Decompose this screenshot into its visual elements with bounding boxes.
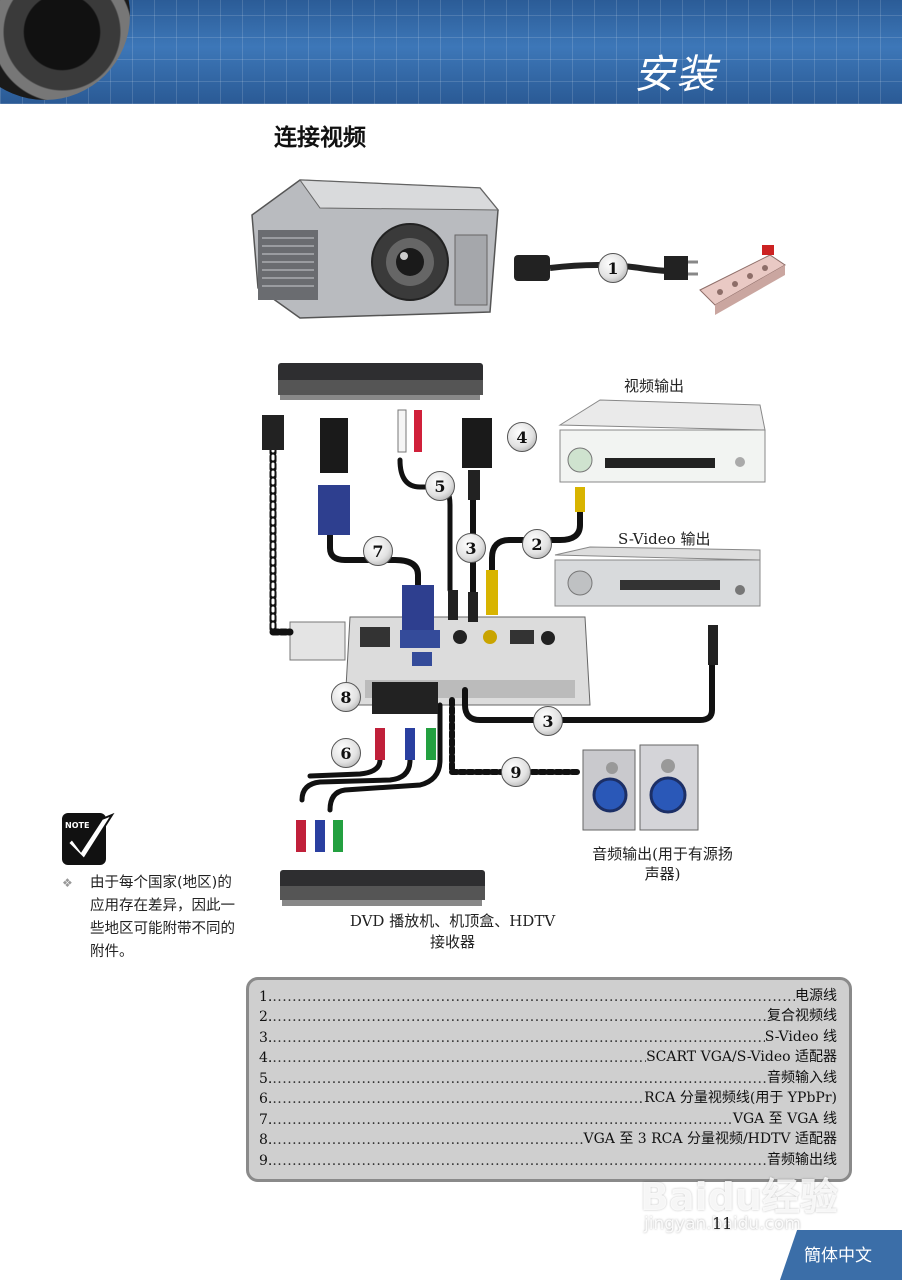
speakers-illustration	[583, 745, 698, 830]
dvi-connector	[290, 622, 345, 660]
legend-row-3: 3.......................................…	[259, 1026, 837, 1046]
badge-6: 6	[331, 738, 361, 768]
legend-row-8: 8.......................................…	[259, 1128, 837, 1148]
badge-5: 5	[425, 471, 455, 501]
badge-3a: 3	[456, 533, 486, 563]
badge-9: 9	[501, 757, 531, 787]
note-icon: NOTE	[62, 813, 112, 865]
svideo-dvd-device	[555, 547, 760, 606]
page-number: 11	[712, 1214, 732, 1233]
badge-7: 7	[363, 536, 393, 566]
caption-audio-out-line1: 音频输出(用于有源扬	[580, 843, 745, 864]
note-text: 由于每个国家(地区)的应用存在差异，因此一些地区可能附带不同的附件。	[90, 872, 240, 964]
badge-8: 8	[331, 682, 361, 712]
badge-2: 2	[522, 529, 552, 559]
language-label: 簡体中文	[804, 1241, 872, 1266]
vcr-device	[560, 400, 765, 482]
dvd-player-bottom	[280, 870, 485, 906]
watermark-logo: Baidu经验	[640, 1166, 838, 1221]
badge-3b: 3	[533, 706, 563, 736]
legend-row-5: 5.......................................…	[259, 1067, 837, 1087]
projector-illustration	[252, 180, 498, 318]
note-bullet-icon: ❖	[62, 876, 73, 890]
caption-audio-out-line2: 声器)	[580, 863, 745, 884]
note-icon-label: NOTE	[65, 821, 89, 830]
legend-row-1: 1.......................................…	[259, 985, 837, 1005]
caption-svideo-out: S-Video 输出	[618, 528, 710, 549]
dvd-player-top	[278, 363, 483, 400]
caption-dvd-line1: DVD 播放机、机顶盒、HDTV	[330, 910, 575, 931]
legend-row-6: 6.......................................…	[259, 1087, 837, 1107]
legend-box: 1.......................................…	[246, 977, 852, 1182]
power-strip	[700, 245, 785, 315]
legend-row-4: 4.......................................…	[259, 1046, 837, 1066]
caption-dvd-line2: 接收器	[330, 931, 575, 952]
badge-4: 4	[507, 422, 537, 452]
legend-row-7: 7.......................................…	[259, 1108, 837, 1128]
legend-row-2: 2.......................................…	[259, 1005, 837, 1025]
badge-1: 1	[598, 253, 628, 283]
caption-video-out: 视频输出	[624, 375, 684, 396]
